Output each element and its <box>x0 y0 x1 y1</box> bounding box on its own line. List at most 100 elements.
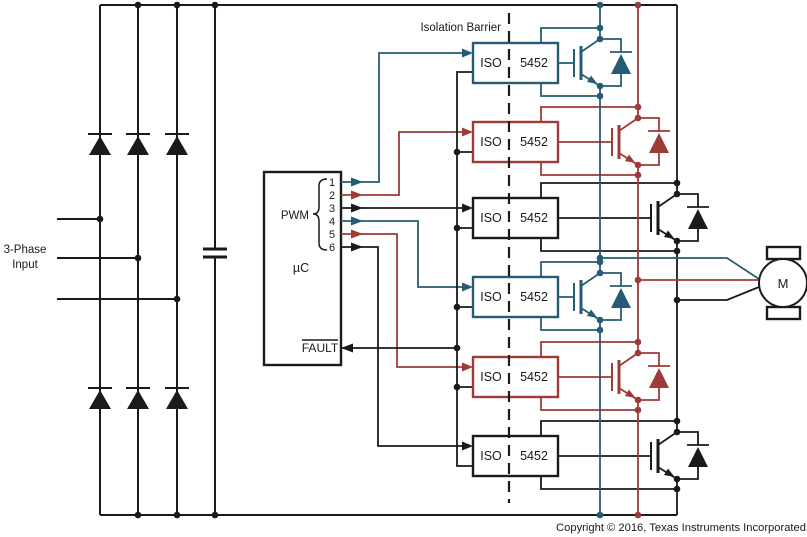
freewheel-diode-wires <box>638 117 670 166</box>
freewheel-diode-icon <box>611 54 631 74</box>
mcu-pin-1: 1 <box>329 177 335 189</box>
arrow-right-icon <box>462 127 473 137</box>
isolator-input-arrows <box>462 48 473 451</box>
rectifier-diodes-lower <box>88 387 189 409</box>
arrow-right-icon <box>351 203 363 213</box>
emitter-arrow-icon <box>664 230 675 239</box>
pwm1-wire <box>341 52 462 183</box>
mcu-outline <box>262 170 343 367</box>
driver1-wires <box>540 27 600 97</box>
igbt-high-u <box>573 38 632 87</box>
freewheel-diode-wires <box>638 352 670 401</box>
iso-label-1: ISO <box>480 56 502 70</box>
iso-label-6: ISO <box>480 449 502 463</box>
diode-icon <box>89 390 111 409</box>
freewheel-diode-icon <box>611 288 631 308</box>
arrow-left-icon <box>341 343 353 353</box>
motor-body <box>758 258 807 308</box>
mcu-pin-arrows <box>351 177 363 252</box>
driver6-wires <box>540 420 677 490</box>
fault-taps <box>457 151 473 388</box>
arrow-right-icon <box>351 190 363 200</box>
freewheel-diode-icon <box>649 368 669 388</box>
mcu-pin-3: 3 <box>329 203 335 215</box>
mcu-pin-6: 6 <box>329 242 335 254</box>
fault-label: FAULT <box>302 341 339 355</box>
freewheel-diode-wires <box>600 38 632 87</box>
three-phase-input-label-line2: Input <box>12 259 38 271</box>
driver-wires <box>540 27 677 490</box>
isolator-labels: ISO 5452 ISO 5452 ISO 5452 ISO 5452 ISO … <box>480 56 548 463</box>
emitter-arrow-icon <box>625 389 636 398</box>
diode-icon <box>89 136 111 155</box>
arrow-right-icon <box>462 362 473 372</box>
mcu-pin-2: 2 <box>329 190 335 202</box>
iso5452-block-4 <box>471 275 560 319</box>
freewheel-diode-wires <box>600 272 632 321</box>
motor-terminal-top <box>765 245 802 261</box>
rectifier-section: 3-Phase Input <box>4 1 677 519</box>
arrow-right-icon <box>462 48 473 58</box>
emitter-arrow-icon <box>664 468 675 477</box>
diode-icon <box>127 390 149 409</box>
pwm5-wire <box>341 233 462 368</box>
arrow-right-icon <box>462 282 473 292</box>
iso5452-block-5 <box>471 355 560 399</box>
motor-section: M <box>600 245 807 321</box>
phase-buses <box>599 5 678 515</box>
motor-terminal-bottom <box>765 305 802 321</box>
three-phase-input-label-line1: 3-Phase <box>4 244 47 256</box>
igbt-low-u <box>573 272 632 321</box>
pwm-wires <box>341 48 473 451</box>
driver2-wires <box>540 106 638 176</box>
freewheel-diode-wires <box>677 431 709 480</box>
emitter-arrow-icon <box>625 154 636 163</box>
motor-label: M <box>778 276 789 291</box>
freewheel-diode-icon <box>688 209 708 229</box>
part-label-1: 5452 <box>520 56 548 70</box>
freewheel-diode-icon <box>649 133 669 153</box>
iso-label-2: ISO <box>480 135 502 149</box>
arrow-right-icon <box>351 177 363 187</box>
igbt-low-v <box>611 352 670 401</box>
iso-label-3: ISO <box>480 211 502 225</box>
pwm-label: PWM <box>281 210 309 222</box>
part-label-3: 5452 <box>520 211 548 225</box>
phase-u-to-motor <box>600 257 760 280</box>
copyright-text: Copyright © 2016, Texas Instruments Inco… <box>556 522 806 534</box>
diode-icon <box>166 136 188 155</box>
rectifier-diodes-upper <box>88 133 189 155</box>
arrow-right-icon <box>351 216 363 226</box>
arrow-right-icon <box>462 441 473 451</box>
iso-label-4: ISO <box>480 290 502 304</box>
arrow-right-icon <box>351 242 363 252</box>
arrow-right-icon <box>351 229 363 239</box>
igbt-low-w <box>650 431 709 480</box>
driver3-wires <box>540 182 677 252</box>
pwm-brace <box>312 178 328 251</box>
isolation-barrier-label: Isolation Barrier <box>420 22 501 34</box>
part-label-4: 5452 <box>520 290 548 304</box>
fault-bus-wire <box>456 71 473 467</box>
mcu-label: µC <box>293 261 309 275</box>
bus-junction-dots <box>596 1 681 519</box>
freewheel-diode-icon <box>688 447 708 467</box>
mcu-pin-5: 5 <box>329 229 335 241</box>
freewheel-diode-wires <box>677 193 709 242</box>
driver5-wires <box>540 341 638 411</box>
diode-icon <box>166 390 188 409</box>
pwm4-wire <box>341 220 462 288</box>
rectifier-junction-dots <box>96 1 219 519</box>
part-label-2: 5452 <box>520 135 548 149</box>
igbt-high-v <box>611 117 670 166</box>
iso5452-block-1 <box>471 41 560 85</box>
iso-label-5: ISO <box>480 370 502 384</box>
driver4-wires <box>540 261 600 331</box>
part-label-6: 5452 <box>520 449 548 463</box>
mcu-block: 1 2 3 4 5 6 PWM µC FAULT <box>262 170 343 367</box>
mcu-pin-4: 4 <box>329 216 335 228</box>
isolator-blocks <box>471 41 560 478</box>
fault-bus <box>341 71 473 467</box>
diode-icon <box>127 136 149 155</box>
